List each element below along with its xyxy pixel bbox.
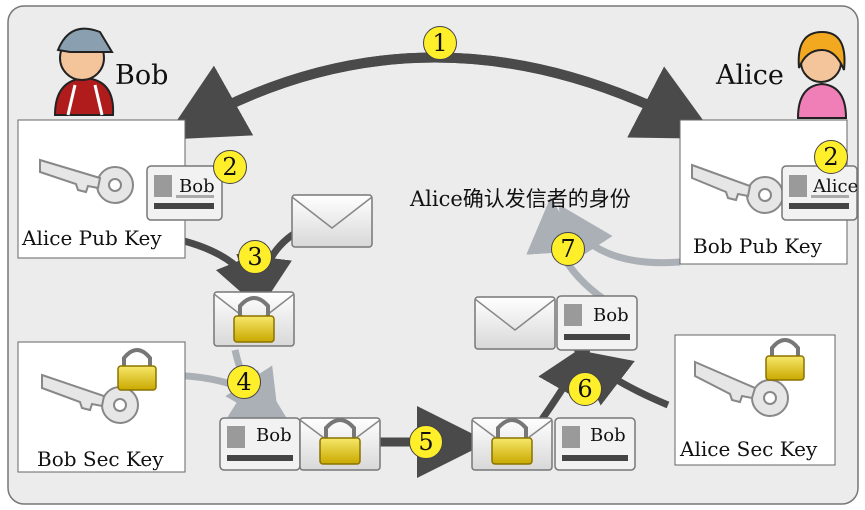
id-card-icon bbox=[556, 295, 638, 351]
arrow-alicesec-to-decrypt bbox=[573, 349, 670, 409]
arrow-bobpub-to-verify bbox=[558, 204, 681, 267]
bob-pub-key-label: Bob Pub Key bbox=[693, 234, 822, 258]
alice-sec-key-label: Alice Sec Key bbox=[680, 437, 818, 461]
key-icon bbox=[694, 360, 789, 417]
step-badge-4: 4 bbox=[227, 365, 261, 399]
verify-identity-label: Alice确认发信者的身份 bbox=[410, 187, 631, 211]
id-card-icon bbox=[554, 417, 636, 471]
step-badge-5: 5 bbox=[409, 425, 443, 459]
card-name-label: Bob bbox=[590, 425, 626, 446]
card-name-label: Bob bbox=[179, 176, 215, 197]
envelope-icon bbox=[474, 296, 556, 350]
bob-name-label: Bob bbox=[115, 60, 169, 91]
card-name-label: Bob bbox=[256, 425, 292, 446]
bob-sec-key-label: Bob Sec Key bbox=[37, 447, 164, 471]
id-card-icon bbox=[781, 165, 858, 221]
alice-name-label: Alice bbox=[716, 60, 784, 91]
step-badge-3: 3 bbox=[238, 240, 272, 274]
encrypted-envelope-icon bbox=[471, 417, 553, 471]
id-card-icon bbox=[146, 165, 223, 221]
encrypted-envelope-icon bbox=[299, 417, 381, 471]
key-icon bbox=[691, 163, 784, 214]
lock-icon bbox=[765, 338, 805, 381]
step-badge-6: 6 bbox=[568, 372, 602, 406]
step-badge-7: 7 bbox=[551, 232, 585, 266]
key-icon bbox=[41, 373, 139, 424]
alice-avatar-icon bbox=[796, 30, 848, 119]
lock-icon bbox=[117, 348, 157, 391]
alice-pub-key-label: Alice Pub Key bbox=[22, 226, 162, 250]
step-badge-2-left: 2 bbox=[213, 150, 247, 184]
bob-avatar-icon bbox=[53, 27, 115, 116]
step-badge-2-right: 2 bbox=[814, 140, 848, 174]
encrypted-envelope-icon bbox=[213, 291, 295, 347]
key-icon bbox=[39, 158, 134, 204]
card-name-label: Alice bbox=[813, 176, 859, 197]
step-badge-1: 1 bbox=[423, 26, 457, 60]
id-card-icon bbox=[219, 417, 301, 471]
envelope-icon bbox=[291, 194, 373, 248]
card-name-label: Bob bbox=[593, 305, 629, 326]
